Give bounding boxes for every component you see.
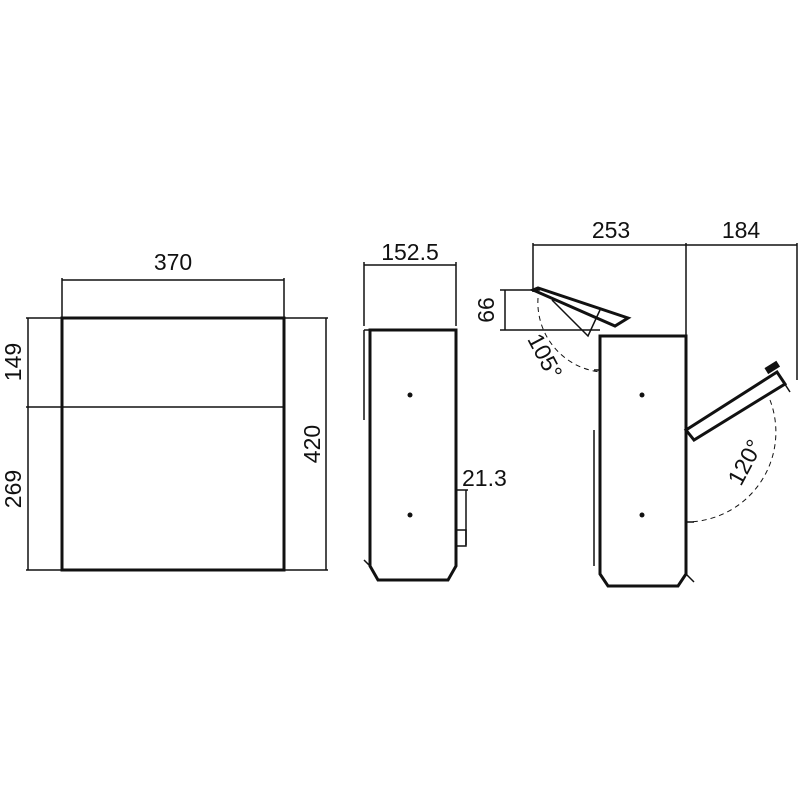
handle-label: 21.3 (462, 465, 507, 491)
open-body (598, 334, 688, 588)
open-view: 253 184 66 105° 120° (473, 217, 798, 588)
open-foot-right (685, 573, 695, 583)
side-foot-left (363, 559, 371, 567)
front-body (60, 316, 286, 572)
open-door (683, 369, 788, 442)
depth-label: 152.5 (381, 239, 439, 265)
upper-height-label: 149 (0, 343, 26, 381)
open-lid (529, 286, 632, 328)
lower-height-label: 269 (0, 470, 26, 508)
side-screw-upper (407, 392, 413, 398)
side-screw-lower (407, 512, 413, 518)
total-height-label: 420 (299, 425, 325, 463)
open-screw-lower (639, 512, 645, 518)
front-view: 370 149 269 420 (0, 249, 328, 572)
side-body (368, 328, 458, 582)
back-clearance-label: 184 (722, 217, 761, 243)
top-depth-label: 253 (592, 217, 630, 243)
door-handle (764, 360, 781, 375)
door-edge (776, 371, 791, 393)
lid-rise-label: 66 (473, 297, 499, 323)
width-label: 370 (154, 249, 192, 275)
handle-block (455, 529, 467, 547)
lid-stay (551, 299, 601, 338)
lid-angle-label: 105° (522, 329, 567, 383)
side-view: 152.5 21.3 (363, 239, 507, 582)
lid-swing-arc (537, 297, 601, 373)
open-screw-upper (639, 392, 645, 398)
